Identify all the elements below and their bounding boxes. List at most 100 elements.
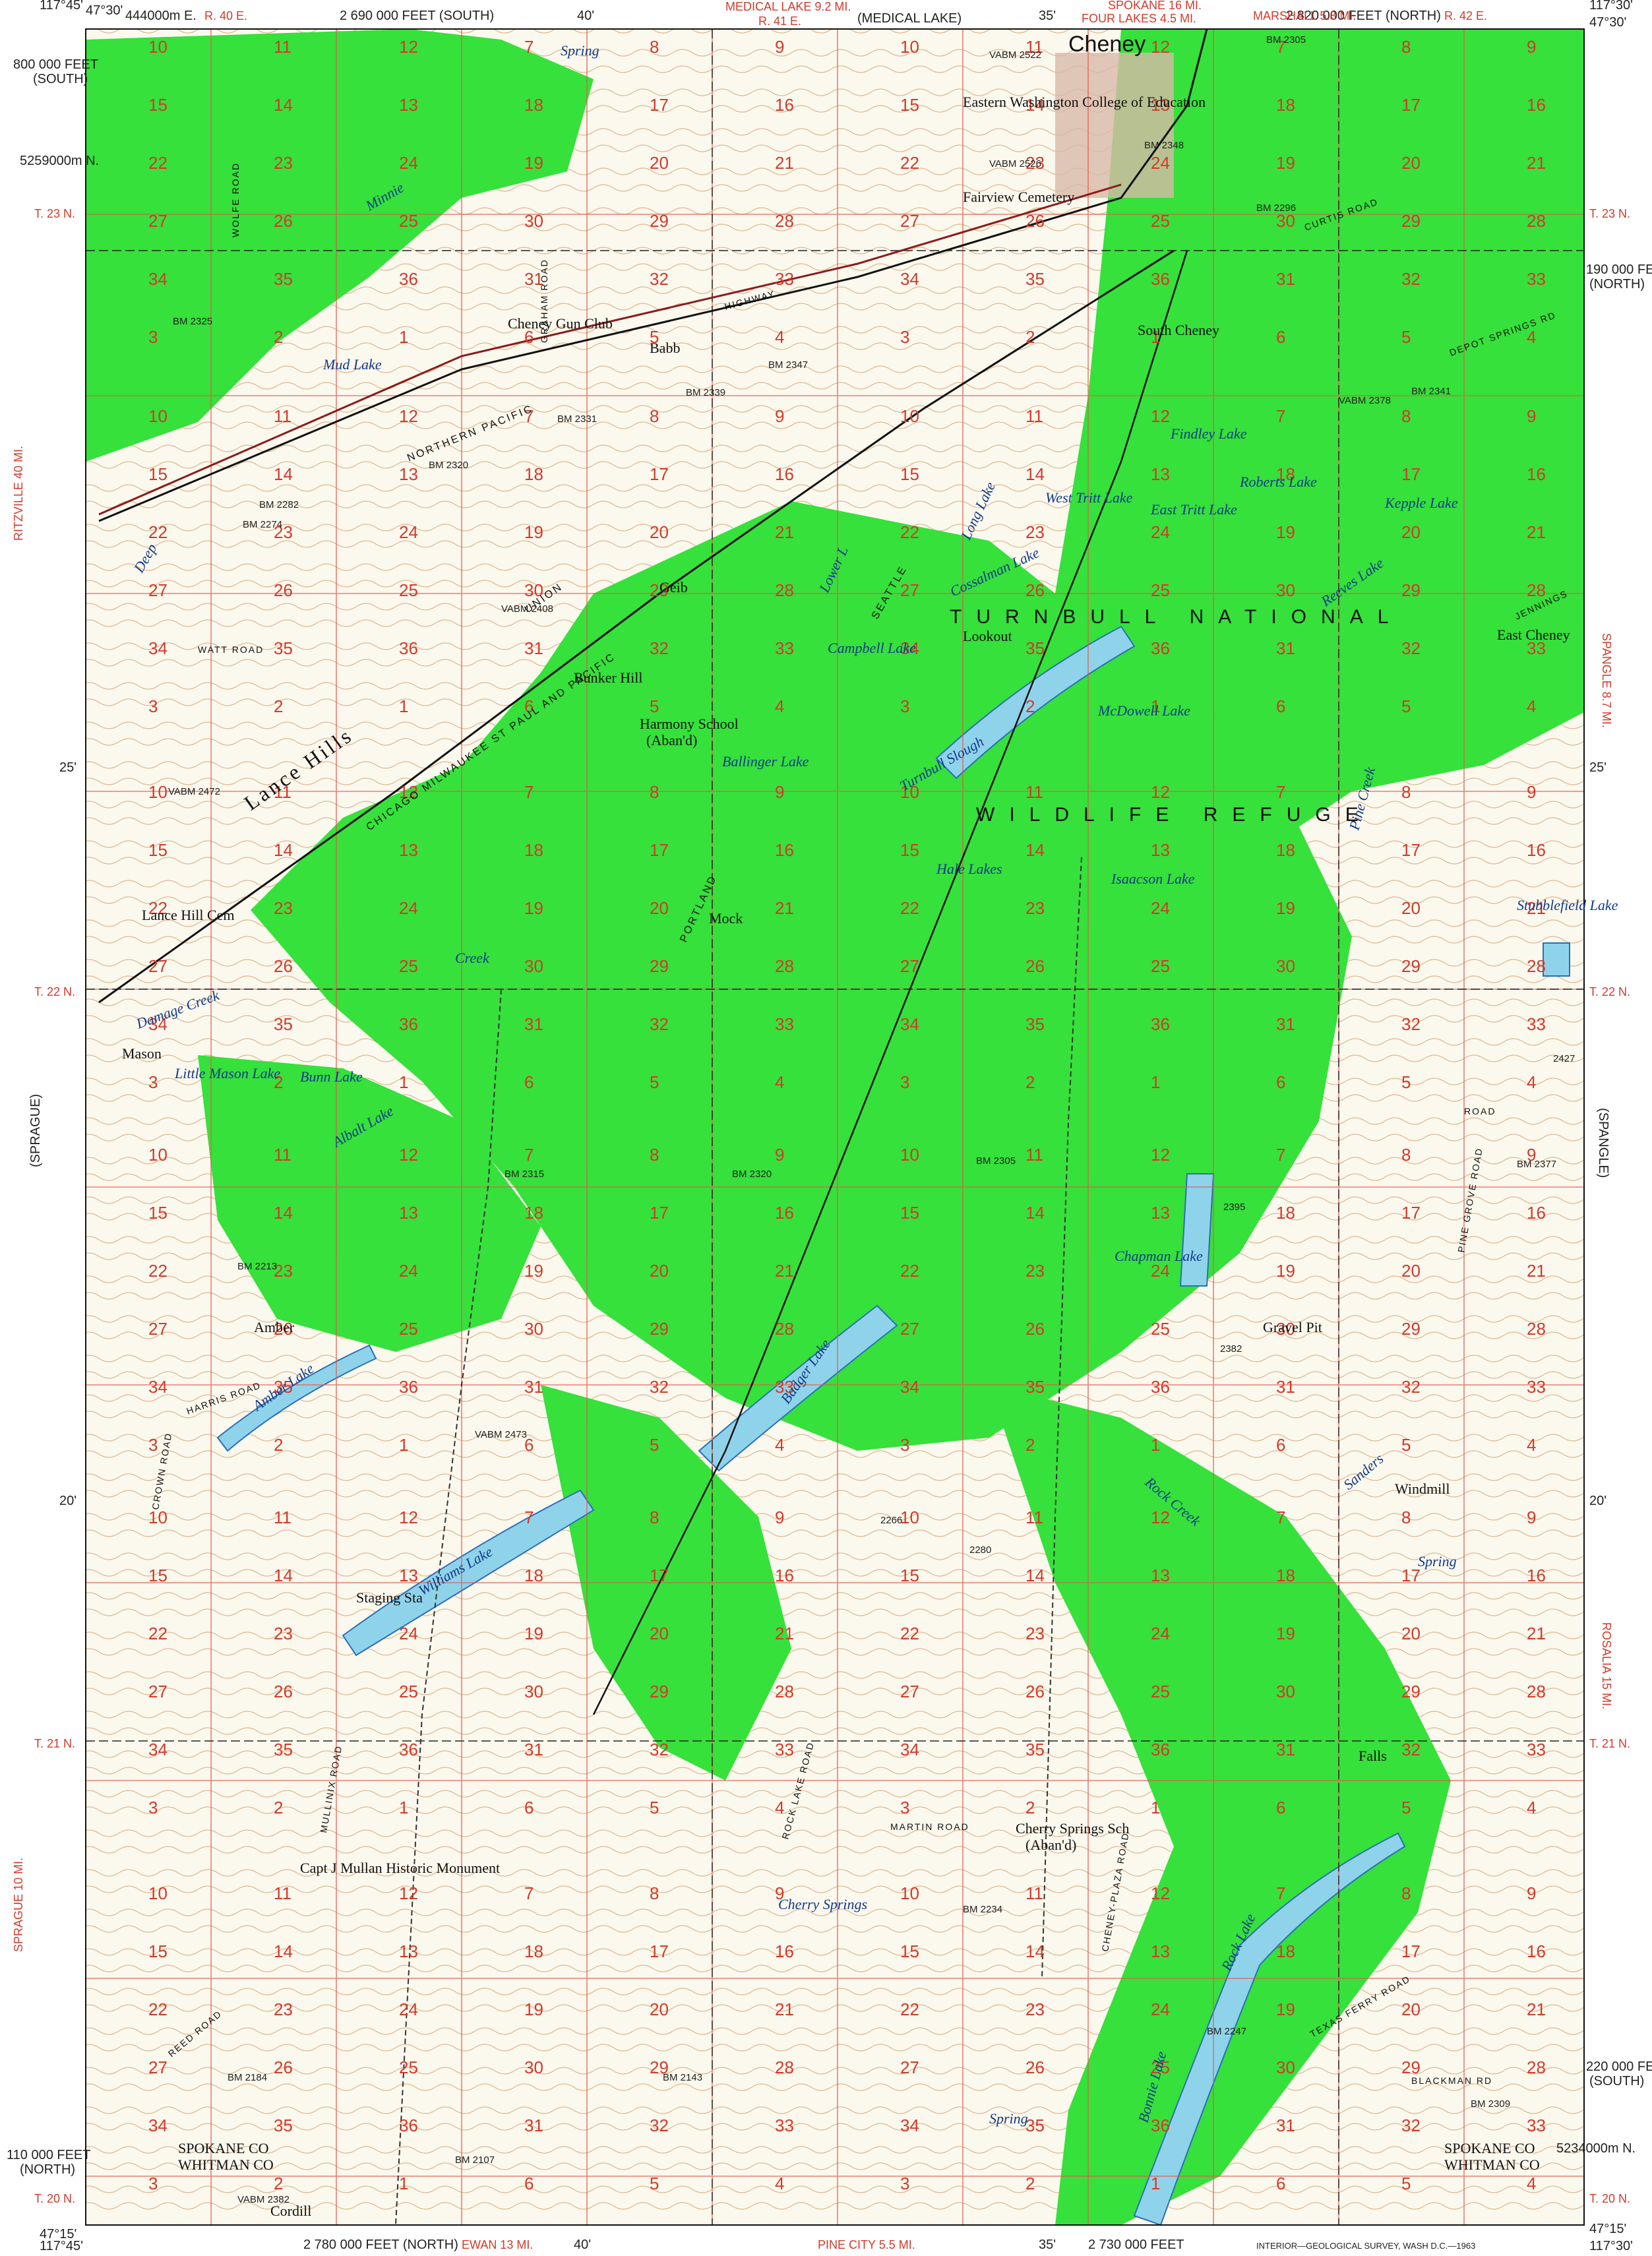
place-harmony-abnd: (Aban'd) bbox=[646, 732, 697, 748]
section-number: 21 bbox=[1527, 1261, 1546, 1281]
section-number: 21 bbox=[1527, 898, 1546, 918]
left-feet-110: 110 000 FEET bbox=[7, 2148, 90, 2162]
section-number: 16 bbox=[1527, 1203, 1546, 1223]
section-number: 31 bbox=[1276, 1740, 1295, 1759]
bm-2377: BM 2377 bbox=[1517, 1159, 1556, 1170]
bm-2280: 2280 bbox=[969, 1544, 991, 1556]
bm-vabm2378: VABM 2378 bbox=[1339, 395, 1391, 406]
section-number: 36 bbox=[399, 638, 418, 658]
section-number: 18 bbox=[524, 1203, 543, 1223]
section-number: 9 bbox=[775, 1145, 784, 1165]
bottom-35: 35' bbox=[1039, 2238, 1056, 2252]
section-number: 31 bbox=[524, 638, 543, 658]
section-number: 7 bbox=[524, 37, 534, 57]
top-feet: 2 690 000 FEET (SOUTH) bbox=[340, 9, 494, 23]
section-number: 22 bbox=[900, 898, 919, 918]
section-number: 1 bbox=[1151, 2174, 1160, 2193]
section-number: 25 bbox=[399, 1682, 418, 1701]
section-number: 24 bbox=[1151, 1624, 1170, 1643]
place-fairview: Fairview Cemetery bbox=[963, 189, 1074, 205]
section-number: 32 bbox=[650, 1014, 669, 1034]
section-number: 14 bbox=[1025, 464, 1045, 484]
section-number: 21 bbox=[775, 1261, 794, 1281]
section-number: 31 bbox=[1276, 2116, 1295, 2135]
section-number: 33 bbox=[1527, 1740, 1546, 1759]
place-bunker-hill: Bunker Hill bbox=[574, 669, 643, 686]
section-number: 25 bbox=[399, 580, 418, 600]
top-40: 40' bbox=[577, 9, 594, 23]
range-41: R. 41 E. bbox=[758, 15, 801, 28]
bm-vabm2526: VABM 2526 bbox=[989, 158, 1041, 169]
section-number: 32 bbox=[1401, 1740, 1421, 1759]
water-hale: Hale Lakes bbox=[936, 861, 1002, 877]
range-42: R. 42 E. bbox=[1444, 9, 1487, 22]
section-number: 18 bbox=[524, 1566, 543, 1585]
bm-2341: BM 2341 bbox=[1411, 386, 1451, 397]
corner-sw-lon: 117°45' bbox=[40, 2239, 83, 2253]
section-number: 26 bbox=[1025, 1319, 1045, 1339]
bm-vabm2472: VABM 2472 bbox=[168, 786, 220, 797]
section-number: 10 bbox=[148, 1508, 168, 1527]
section-number: 16 bbox=[1527, 1566, 1546, 1585]
section-number: 7 bbox=[1276, 1883, 1285, 1903]
section-number: 1 bbox=[399, 327, 408, 347]
bm-2309: BM 2309 bbox=[1471, 2098, 1510, 2110]
section-number: 7 bbox=[524, 782, 534, 802]
section-number: 17 bbox=[1401, 1566, 1421, 1585]
county-road-east bbox=[1041, 857, 1082, 1979]
section-number: 23 bbox=[1025, 1624, 1045, 1643]
section-number: 34 bbox=[148, 1014, 168, 1034]
section-number: 29 bbox=[650, 1682, 669, 1701]
section-number: 21 bbox=[1527, 522, 1546, 542]
left-feet-south: (SOUTH) bbox=[33, 72, 88, 86]
lat-25-left: 25' bbox=[59, 760, 76, 775]
place-lookout: Lookout bbox=[963, 628, 1012, 644]
section-number: 36 bbox=[1151, 269, 1170, 289]
northern-pacific-railroad bbox=[98, 28, 1208, 522]
water-west-tritt: West Tritt Lake bbox=[1045, 489, 1133, 506]
section-number: 20 bbox=[650, 1261, 669, 1281]
section-number: 34 bbox=[148, 269, 168, 289]
section-number: 29 bbox=[1401, 1319, 1421, 1339]
section-number: 22 bbox=[900, 522, 919, 542]
bm-vabm2408: VABM 2408 bbox=[501, 603, 553, 615]
section-number: 8 bbox=[650, 406, 659, 426]
section-number: 22 bbox=[148, 522, 168, 542]
place-college: Eastern Washington College of Education bbox=[963, 94, 1206, 110]
range-40: R. 40 E. bbox=[204, 9, 247, 22]
section-number: 29 bbox=[1401, 2058, 1421, 2077]
section-number: 28 bbox=[1527, 956, 1546, 976]
section-number: 25 bbox=[1151, 211, 1170, 231]
water-ballinger: Ballinger Lake bbox=[722, 753, 809, 770]
section-number: 31 bbox=[524, 269, 543, 289]
section-number: 2 bbox=[1025, 1072, 1035, 1092]
bm-2305: BM 2305 bbox=[1266, 34, 1306, 46]
sprague-dist: SPRAGUE 10 MI. bbox=[12, 1858, 25, 1952]
section-number: 11 bbox=[1025, 37, 1043, 57]
place-mock: Mock bbox=[709, 910, 743, 927]
section-number: 31 bbox=[1276, 269, 1295, 289]
section-number: 34 bbox=[900, 1014, 919, 1034]
section-number: 3 bbox=[148, 1072, 158, 1092]
section-number: 25 bbox=[1151, 956, 1170, 976]
section-number: 28 bbox=[1527, 580, 1546, 600]
section-number: 13 bbox=[1151, 464, 1170, 484]
section-number: 28 bbox=[1527, 1682, 1546, 1701]
section-number: 31 bbox=[1276, 638, 1295, 658]
section-number: 9 bbox=[1527, 1508, 1536, 1527]
williams-lake-shape bbox=[342, 1489, 595, 1657]
section-number: 27 bbox=[148, 956, 168, 976]
section-number: 36 bbox=[399, 269, 418, 289]
section-number: 32 bbox=[1401, 269, 1421, 289]
section-number: 19 bbox=[1276, 1261, 1295, 1281]
section-number: 30 bbox=[1276, 211, 1295, 231]
section-number: 26 bbox=[1025, 580, 1045, 600]
section-number: 34 bbox=[900, 1740, 919, 1759]
section-number: 2 bbox=[274, 1072, 283, 1092]
section-number: 6 bbox=[524, 1798, 534, 1817]
section-number: 35 bbox=[1025, 2116, 1045, 2135]
section-number: 17 bbox=[650, 840, 669, 860]
corner-se-lat: 47°15' bbox=[1589, 2222, 1626, 2236]
section-number: 27 bbox=[148, 211, 168, 231]
section-number: 4 bbox=[775, 1072, 784, 1092]
